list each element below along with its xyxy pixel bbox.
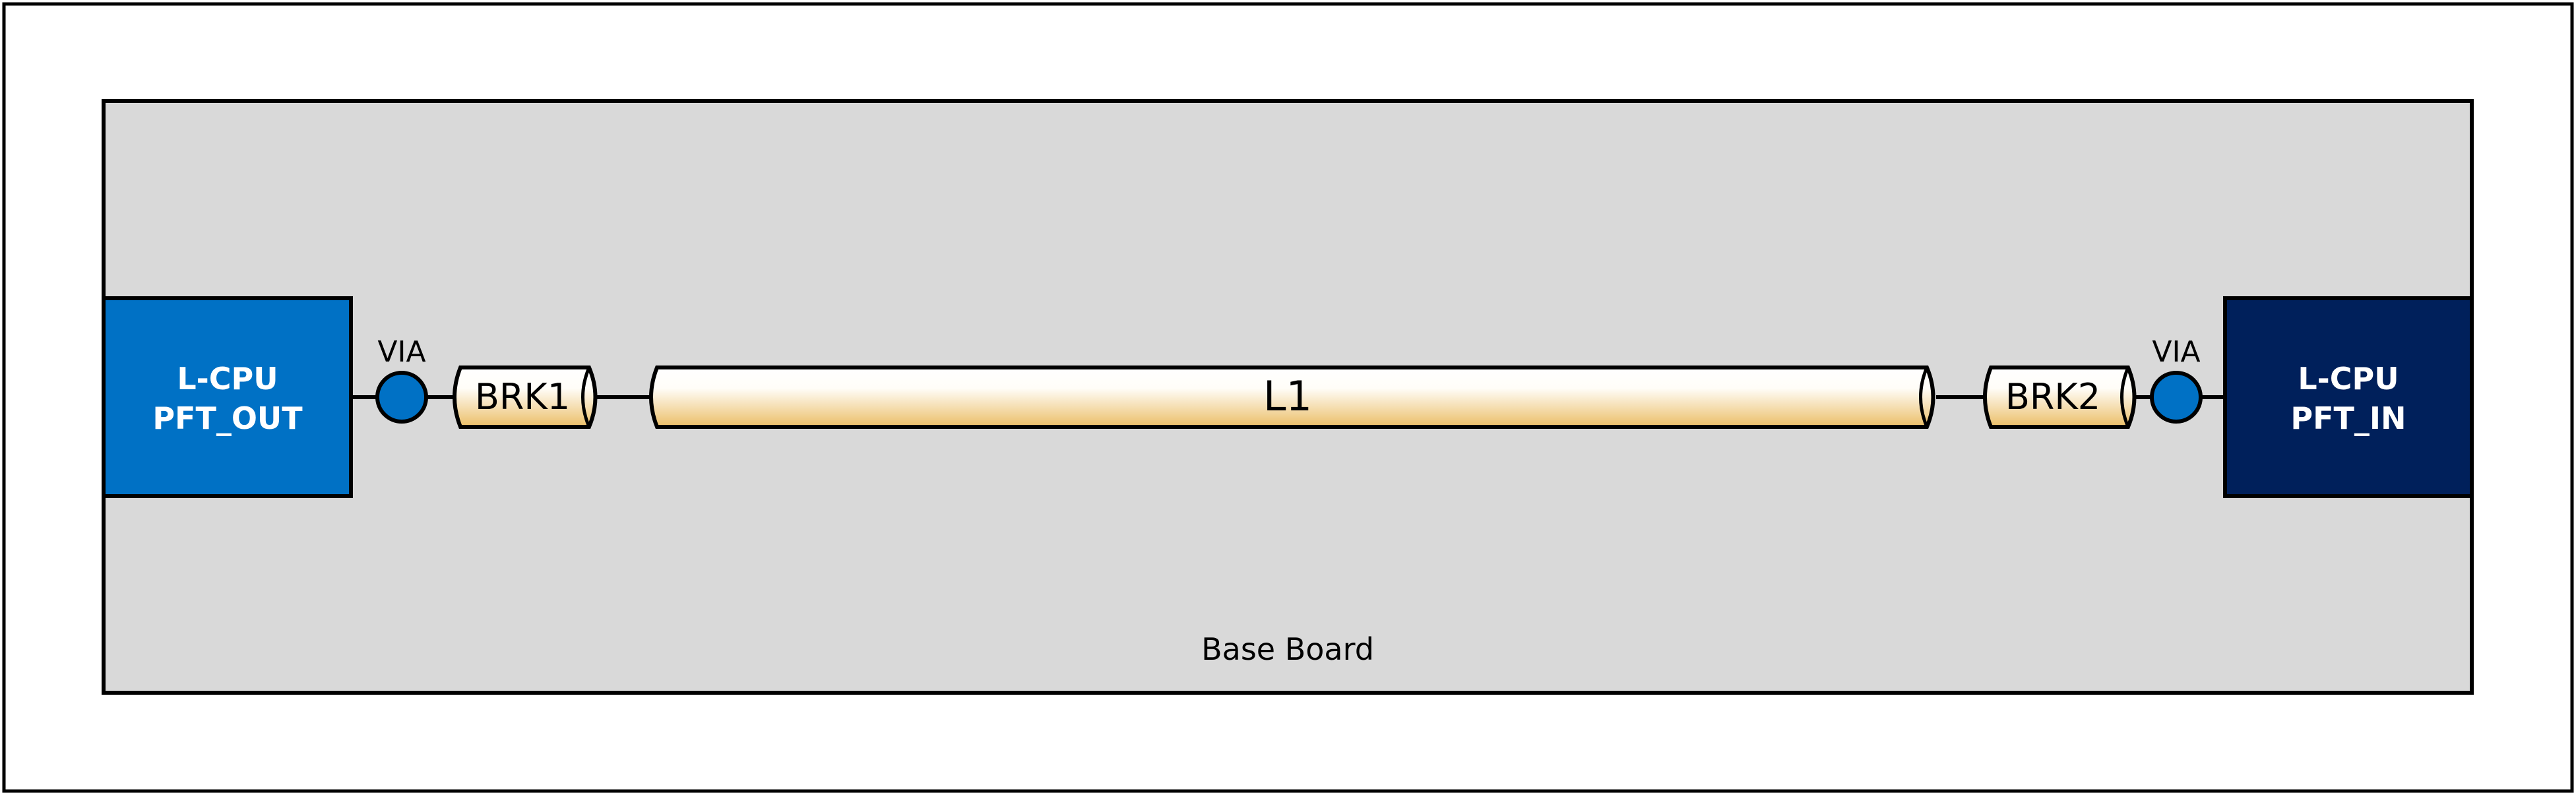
brk1-label: BRK1 [475, 376, 570, 418]
l1-label: L1 [1263, 372, 1312, 420]
brk2-label: BRK2 [2005, 376, 2100, 418]
brk1-end-cap [581, 367, 591, 428]
left-via-label: VIA [377, 335, 425, 369]
base-board-label: Base Board [1201, 631, 1374, 667]
left-cpu-label-line2: PFT_OUT [152, 400, 303, 436]
right-cpu-label-line1: L-CPU [2298, 361, 2399, 397]
left-cpu-block [102, 296, 353, 498]
left-via [375, 371, 428, 424]
left-cpu-label-line1: L-CPU [177, 361, 278, 397]
right-via [2150, 371, 2203, 424]
right-cpu-label-line2: PFT_IN [2290, 400, 2406, 436]
right-via-label: VIA [2152, 335, 2200, 369]
brk2-end-cap [2120, 367, 2130, 428]
l1-end-cap [1919, 367, 1929, 428]
right-cpu-block [2223, 296, 2474, 498]
